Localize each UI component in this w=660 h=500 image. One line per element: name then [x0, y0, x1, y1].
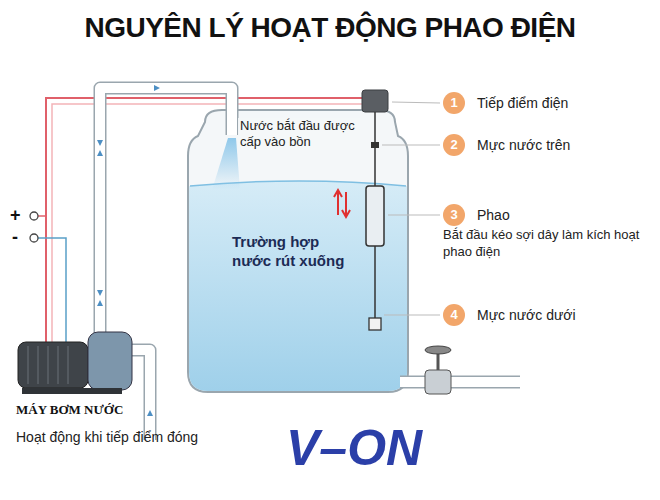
- callout-label: Phao: [477, 204, 654, 226]
- blue-wire: [38, 238, 66, 345]
- plus-terminal: [30, 212, 38, 220]
- callout-text-column: Tiếp điểm điện: [477, 92, 568, 114]
- down-arrow: [342, 192, 350, 217]
- lower-weight: [369, 318, 381, 330]
- inlet-pipe: [100, 88, 232, 335]
- callout-number: 4: [443, 304, 465, 326]
- callout-number: 2: [443, 134, 465, 156]
- logo-watermark: V–ON: [286, 420, 422, 476]
- callout-number: 1: [443, 92, 465, 114]
- callout-description: Bắt đầu kéo sợi dây làm kích hoạt phao đ…: [443, 226, 654, 260]
- suction-pipe: [130, 350, 150, 440]
- outlet-pipe-outline: [400, 376, 520, 389]
- pump-head: [88, 332, 132, 390]
- callout-number: 3: [443, 204, 465, 226]
- suction-pipe-outline: [130, 350, 150, 440]
- valve-handle: [425, 346, 451, 354]
- water-spray: [212, 138, 240, 190]
- float: [366, 186, 384, 246]
- leader-line: [388, 215, 440, 216]
- minus-terminal: [30, 234, 38, 242]
- flow-arrow: [147, 410, 153, 416]
- plus-sign: +: [10, 204, 21, 227]
- upper-stop: [371, 142, 379, 148]
- pump-base: [22, 388, 122, 394]
- callout: 3 PhaoBắt đầu kéo sợi dây làm kích hoạt p…: [443, 204, 654, 260]
- callout: 2 Mực nước trên: [443, 134, 570, 156]
- flow-arrows-up: [97, 140, 103, 296]
- inlet-note: Nước bắt đầu được cấp vào bồn: [238, 118, 360, 150]
- tank: [188, 110, 408, 392]
- title: NGUYÊN LÝ HOẠT ĐỘNG PHAO ĐIỆN: [0, 12, 660, 44]
- callout-label: Tiếp điểm điện: [477, 92, 568, 114]
- pump-motor: [18, 342, 88, 388]
- callout-text-column: PhaoBắt đầu kéo sợi dây làm kích hoạt ph…: [477, 204, 654, 260]
- plus-lead: [38, 215, 46, 217]
- callout-text-column: Mực nước dưới: [477, 304, 576, 326]
- leader-line: [382, 145, 440, 146]
- flow-arrows: [97, 85, 160, 306]
- minus-sign: -: [12, 226, 18, 249]
- leader-line: [384, 315, 440, 316]
- valve-stem: [437, 352, 440, 370]
- water-note: Trường hợp nước rút xuống: [232, 232, 352, 270]
- inlet-pipe-outline: [100, 88, 232, 335]
- callout: 4 Mực nước dưới: [443, 304, 576, 326]
- outlet-pipe: [400, 377, 520, 387]
- pump-note: Hoạt động khi tiếp điểm đóng: [16, 428, 198, 446]
- callout-text-column: Mực nước trên: [477, 134, 570, 156]
- pump-name: MÁY BƠM NƯỚC: [16, 402, 123, 418]
- contact-box: [362, 90, 388, 112]
- valve-body: [425, 370, 451, 394]
- leader-line: [392, 102, 440, 103]
- callout-label: Mực nước dưới: [477, 304, 576, 326]
- up-arrow: [334, 190, 342, 215]
- callout: 1 Tiếp điểm điện: [443, 92, 568, 114]
- callout-label: Mực nước trên: [477, 134, 570, 156]
- motor-fins: [28, 346, 68, 384]
